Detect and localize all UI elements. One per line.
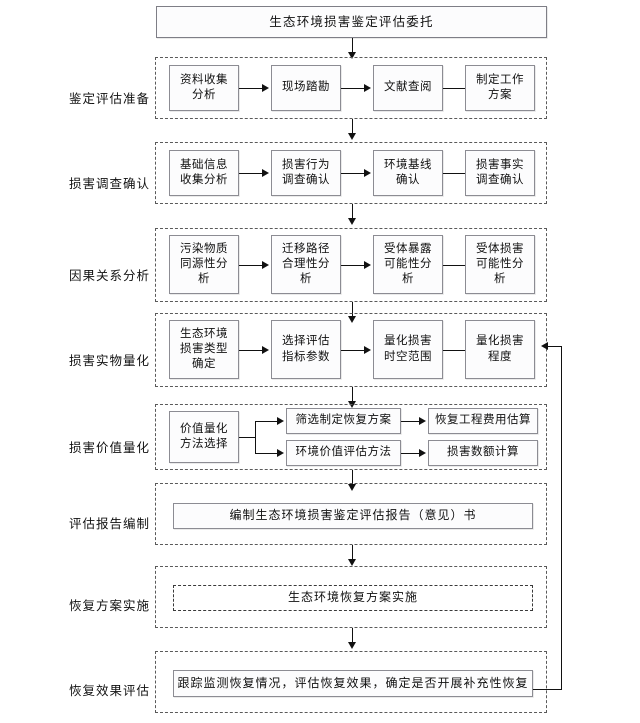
node-5-3[interactable]: 恢复工程费用估算 <box>428 408 538 434</box>
connector-stage6-to-stage7 <box>352 545 353 561</box>
arrowhead-2-1-2 <box>262 168 269 177</box>
node-2-2[interactable]: 损害行为调查确认 <box>271 150 341 196</box>
connector-1-2-3 <box>341 88 366 89</box>
node-5-5[interactable]: 损害数额计算 <box>428 440 538 466</box>
connector-4-1-2 <box>239 350 264 351</box>
node-2-1[interactable]: 基础信息收集分析 <box>169 150 239 196</box>
connector-5-split-stem <box>239 437 255 438</box>
connector-3-1-2 <box>239 265 264 266</box>
node-3-2[interactable]: 迁移路径合理性分析 <box>271 235 341 294</box>
stage-group-2 <box>155 142 547 204</box>
arrowhead-1-2-3 <box>364 83 371 92</box>
connector-5-split-riser <box>255 421 256 453</box>
arrowhead-5-2-3 <box>419 416 426 425</box>
connector-1-1-2 <box>239 88 264 89</box>
node-2-3[interactable]: 环境基线确认 <box>373 150 443 196</box>
node-commission-title: 生态环境损害鉴定评估委托 <box>156 6 547 38</box>
connector-5-split-upper <box>255 421 279 422</box>
arrowhead-1-1-2 <box>262 83 269 92</box>
connector-3-3-4 <box>443 265 468 266</box>
connector-5-split-lower <box>255 453 279 454</box>
connector-2-3-4 <box>443 173 468 174</box>
arrowhead-feedback-to-stage4 <box>541 341 548 350</box>
node-1-3[interactable]: 文献查阅 <box>373 65 443 111</box>
node-8-1[interactable]: 跟踪监测恢复情况，评估恢复效果，确定是否开展补充性恢复 <box>173 670 533 697</box>
connector-stage2-to-stage3 <box>352 204 353 220</box>
connector-stage5-to-stage6 <box>352 470 353 486</box>
node-3-3[interactable]: 受体暴露可能性分析 <box>373 235 443 294</box>
feedback-line-top <box>548 346 562 347</box>
node-6-1[interactable]: 编制生态环境损害鉴定评估报告（意见）书 <box>173 503 533 529</box>
arrowhead-3-2-3 <box>364 260 371 269</box>
arrowhead-stage3-to-stage4 <box>347 316 356 323</box>
arrowhead-4-2-3 <box>364 345 371 354</box>
connector-stage1-to-stage2 <box>352 119 353 135</box>
stage-group-6 <box>155 483 547 545</box>
arrowhead-stage6-to-stage7 <box>347 559 356 566</box>
node-1-2[interactable]: 现场踏勘 <box>271 65 341 111</box>
connector-5-4-5 <box>401 453 421 454</box>
node-5-4[interactable]: 环境价值评估方法 <box>286 440 401 466</box>
node-4-4[interactable]: 量化损害程度 <box>465 320 535 379</box>
arrowhead-5-to-lower <box>277 448 284 457</box>
node-4-3[interactable]: 量化损害时空范围 <box>373 320 443 379</box>
connector-stage3-to-stage4 <box>352 302 353 318</box>
arrowhead-5-4-5 <box>419 448 426 457</box>
arrowhead-stage1-to-stage2 <box>347 133 356 140</box>
connector-stage4-to-stage5 <box>352 387 353 403</box>
stage-group-1 <box>155 57 547 119</box>
arrowhead-stage2-to-stage3 <box>347 218 356 225</box>
stage-label-5: 损害价值量化 <box>68 441 150 455</box>
arrowhead-stage7-to-stage8 <box>347 642 356 649</box>
feedback-line-bottom <box>533 689 562 690</box>
arrowhead-4-1-2 <box>262 345 269 354</box>
node-3-1[interactable]: 污染物质同源性分析 <box>169 235 239 294</box>
stage-label-1: 鉴定评估准备 <box>68 92 150 106</box>
node-4-2[interactable]: 选择评估指标参数 <box>271 320 341 379</box>
arrowhead-title-to-stage1 <box>347 52 356 59</box>
stage-label-6: 评估报告编制 <box>68 517 150 531</box>
node-1-4[interactable]: 制定工作方案 <box>465 65 535 111</box>
connector-2-1-2 <box>239 173 264 174</box>
arrowhead-3-1-2 <box>262 260 269 269</box>
connector-4-3-4 <box>443 350 468 351</box>
stage-label-8: 恢复效果评估 <box>68 684 150 698</box>
stage-group-8 <box>155 651 547 713</box>
feedback-line-vertical <box>561 346 562 689</box>
arrowhead-stage5-to-stage6 <box>347 484 356 491</box>
stage-label-7: 恢复方案实施 <box>68 599 150 613</box>
arrowhead-2-2-3 <box>364 168 371 177</box>
node-2-4[interactable]: 损害事实调查确认 <box>465 150 535 196</box>
stage-group-3 <box>155 228 547 302</box>
connector-title-to-stage1 <box>352 38 353 54</box>
node-5-2[interactable]: 筛选制定恢复方案 <box>286 408 401 434</box>
connector-2-2-3 <box>341 173 366 174</box>
stage-label-3: 因果关系分析 <box>68 269 150 283</box>
connector-4-2-3 <box>341 350 366 351</box>
node-7-1[interactable]: 生态环境恢复方案实施 <box>173 585 533 611</box>
stage-label-2: 损害调查确认 <box>68 177 150 191</box>
node-5-1[interactable]: 价值量化方法选择 <box>169 411 239 463</box>
stage-label-4: 损害实物量化 <box>68 354 150 368</box>
node-3-4[interactable]: 受体损害可能性分析 <box>465 235 535 294</box>
stage-group-7 <box>155 566 547 628</box>
stage-group-4 <box>155 313 547 387</box>
connector-3-2-3 <box>341 265 366 266</box>
node-4-1[interactable]: 生态环境损害类型确定 <box>169 320 239 379</box>
connector-1-3-4 <box>443 88 468 89</box>
connector-5-2-3 <box>401 421 421 422</box>
arrowhead-5-to-upper <box>277 416 284 425</box>
node-1-1[interactable]: 资料收集分析 <box>169 65 239 111</box>
stage-group-5 <box>155 404 547 470</box>
connector-stage7-to-stage8 <box>352 628 353 644</box>
